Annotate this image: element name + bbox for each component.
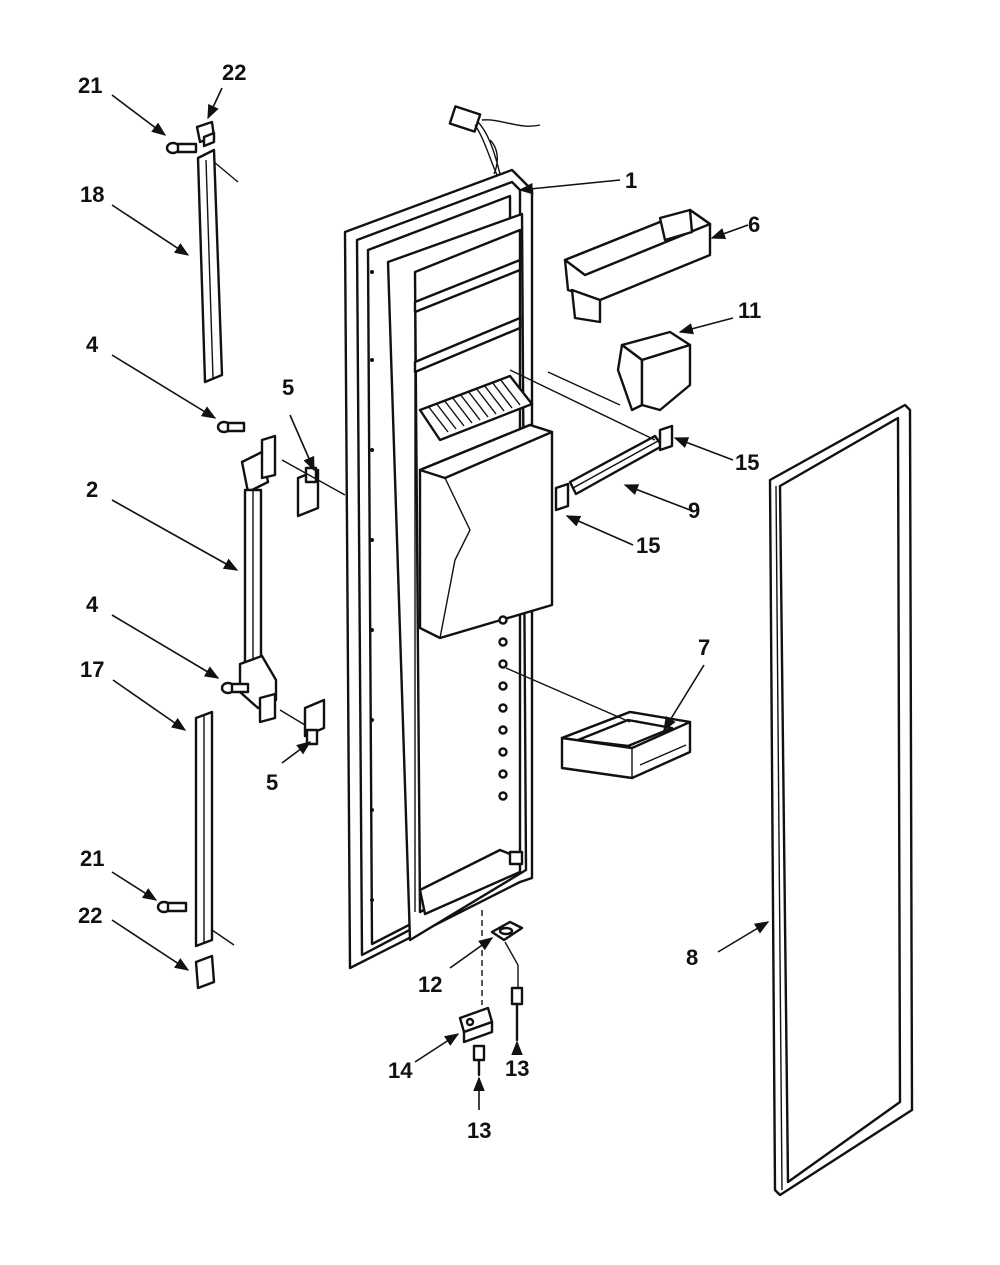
callout-6: 6 <box>748 212 760 237</box>
callout-8: 8 <box>686 945 698 970</box>
lower-handle-plate <box>279 698 326 746</box>
callout-15-lower: 15 <box>636 533 660 558</box>
callout-18: 18 <box>80 182 104 207</box>
upper-end-clip <box>195 120 216 148</box>
leader-lines <box>111 87 770 1110</box>
door-panel <box>343 105 554 970</box>
callout-13-left: 13 <box>467 1118 491 1143</box>
callout-21-lower: 21 <box>80 846 104 871</box>
door-gasket <box>768 403 914 1197</box>
callout-14: 14 <box>388 1058 413 1083</box>
hinge-screw-left <box>472 1044 486 1077</box>
callout-4-lower: 4 <box>86 592 99 617</box>
callout-7: 7 <box>698 635 710 660</box>
lower-end-clip <box>194 954 216 990</box>
callout-5-upper: 5 <box>282 375 294 400</box>
callout-22-upper: 22 <box>222 60 246 85</box>
callout-15-upper: 15 <box>735 450 759 475</box>
upper-trim-strip <box>196 148 239 384</box>
callout-9: 9 <box>688 498 700 523</box>
rail-clip-lower <box>554 482 570 512</box>
callout-12: 12 <box>418 972 442 997</box>
upper-screw <box>165 141 198 155</box>
upper-door-bin <box>563 208 712 324</box>
rail-clip-upper <box>658 424 674 452</box>
callout-21-upper: 21 <box>78 73 102 98</box>
lower-door-bin <box>505 667 692 780</box>
callout-11: 11 <box>738 298 761 323</box>
callout-4-upper: 4 <box>86 332 99 357</box>
callout-2: 2 <box>86 477 98 502</box>
callout-22-lower: 22 <box>78 903 102 928</box>
callout-13-right: 13 <box>505 1056 529 1081</box>
lower-trim-strip <box>194 710 235 948</box>
callout-17: 17 <box>80 657 104 682</box>
bottom-hinge-washer <box>481 910 524 1005</box>
ice-chute <box>547 330 692 412</box>
callout-5-lower: 5 <box>266 770 278 795</box>
callout-1: 1 <box>625 168 637 193</box>
callout-labels: 1 2 4 4 5 5 6 7 8 9 11 12 13 13 14 15 15… <box>78 60 761 1143</box>
door-handle <box>216 420 278 724</box>
hinge-screw-right <box>504 941 524 1042</box>
lower-screw <box>156 900 188 914</box>
hinge-bracket <box>458 1006 494 1044</box>
